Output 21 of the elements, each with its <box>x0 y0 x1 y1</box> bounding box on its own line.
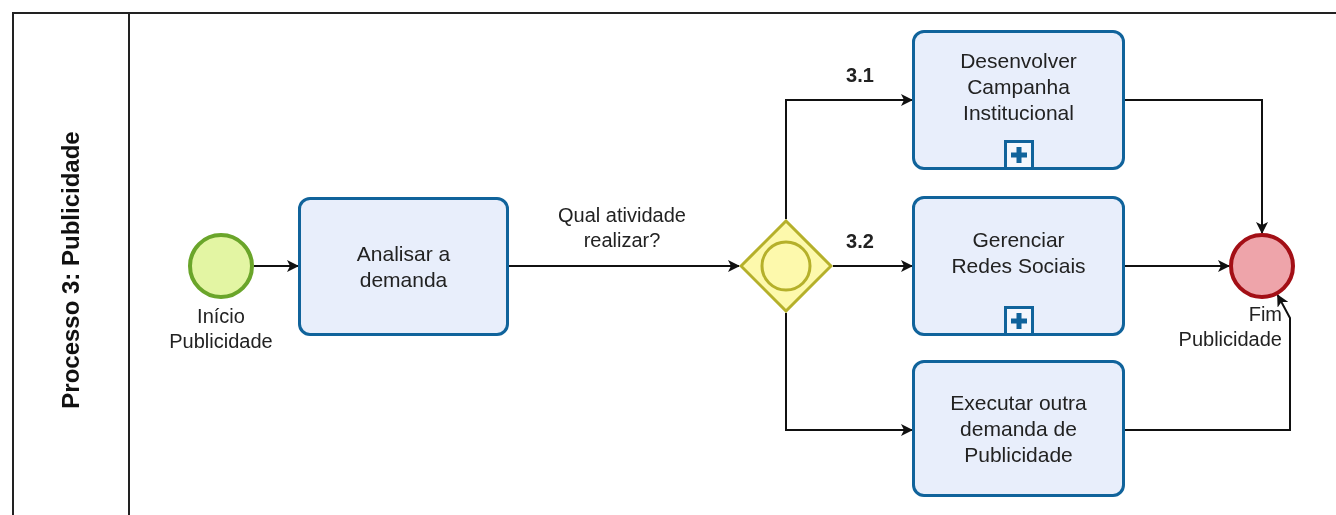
task-box <box>298 197 509 336</box>
event-label: Fim Publicidade <box>1177 302 1282 352</box>
sequence-flow-arrow <box>508 260 740 272</box>
gateway-diamond <box>739 219 833 313</box>
event-label: Início Publicidade <box>168 304 274 354</box>
subprocess-box <box>912 30 1125 170</box>
task-label: Gerenciar Redes Sociais <box>950 227 1087 279</box>
sequence-flow-arrow <box>1124 294 1291 431</box>
sequence-flow-arrow <box>785 312 913 436</box>
pool-title: Processo 3: Publicidade <box>57 131 85 409</box>
task-label: Analisar a demanda <box>355 240 452 293</box>
task-label: Desenvolver Campanha Institucional <box>959 48 1078 126</box>
subprocess-box <box>912 196 1125 336</box>
sequence-flow-arrow <box>1124 99 1268 234</box>
pool <box>12 12 1336 515</box>
task-box <box>912 360 1125 497</box>
sequence-flow-arrow <box>785 94 913 220</box>
task-label: Executar outra demanda de Publicidade <box>949 389 1088 468</box>
sequence-flow-arrow <box>832 260 913 272</box>
sequence-flow-arrow <box>1124 260 1230 272</box>
sequence-flow-arrow <box>253 260 299 272</box>
